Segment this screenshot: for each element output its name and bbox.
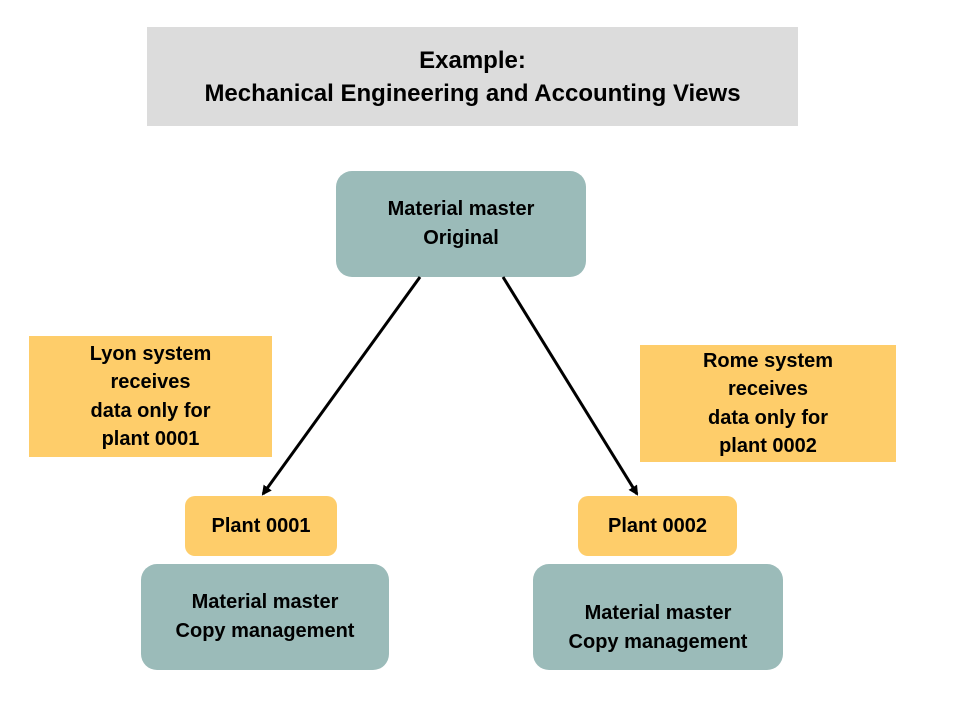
rome-system-note: Rome system receives data only for plant… xyxy=(640,345,896,462)
note-line: Rome system xyxy=(702,349,834,372)
plant-0002-node: Plant 0002 xyxy=(578,496,737,556)
material-master-copy-node-1: Material master Copy management xyxy=(141,564,389,670)
node-label-line: Copy management xyxy=(568,631,748,653)
material-master-original-node: Material master Original xyxy=(336,171,586,277)
title-line-2: Mechanical Engineering and Accounting Vi… xyxy=(204,79,741,107)
note-line: receives xyxy=(727,378,809,400)
note-line: receives xyxy=(110,371,191,393)
note-line: Lyon system xyxy=(89,342,212,365)
node-label-line: Material master xyxy=(387,198,535,220)
plant-label: Plant 0001 xyxy=(211,514,311,537)
node-label-line: Original xyxy=(423,227,499,249)
node-label-line: Material master xyxy=(584,602,732,624)
material-master-copy-node-2: Material master Copy management xyxy=(533,564,783,670)
note-line: plant 0001 xyxy=(101,428,200,450)
note-line: plant 0002 xyxy=(719,435,817,457)
title-line-1: Example: xyxy=(419,46,526,74)
node-label-line: Copy management xyxy=(175,620,355,642)
lyon-system-note: Lyon system receives data only for plant… xyxy=(29,336,272,457)
note-line: data only for xyxy=(707,406,828,429)
note-line: data only for xyxy=(90,399,211,422)
arrow-original-to-plant-0002 xyxy=(501,276,639,496)
plant-label: Plant 0002 xyxy=(608,514,707,537)
title-banner: Example: Mechanical Engineering and Acco… xyxy=(147,27,798,126)
node-label-line: Material master xyxy=(191,591,339,613)
arrow-original-to-plant-0001 xyxy=(261,276,422,496)
plant-0001-node: Plant 0001 xyxy=(185,496,337,556)
